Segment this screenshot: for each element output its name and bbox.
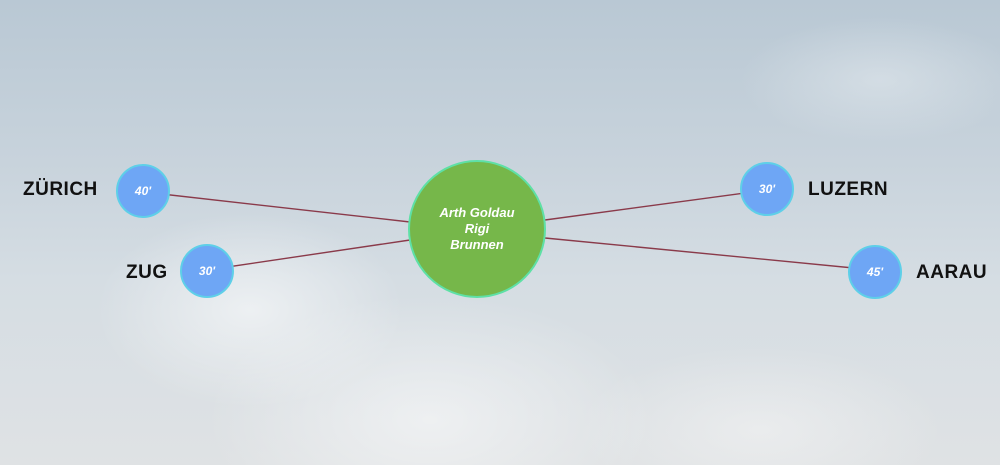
city-label-zurich: ZÜRICH [23, 179, 98, 200]
city-label-luzern: LUZERN [808, 179, 889, 200]
city-label-zug: ZUG [126, 262, 168, 283]
travel-time-zug: 30' [198, 264, 216, 278]
connector-luzern [544, 189, 768, 221]
hub-line-2: Rigi [464, 221, 490, 236]
travel-time-node-aarau: 45' [848, 245, 902, 299]
connector-aarau [544, 237, 875, 271]
hub-line-3: Brunnen [450, 237, 504, 252]
connector-zug [206, 239, 411, 271]
travel-time-aarau: 45' [866, 265, 884, 279]
travel-time-node-zug: 30' [180, 244, 234, 298]
travel-time-luzern: 30' [758, 182, 776, 196]
travel-time-node-zurich: 40' [116, 164, 170, 218]
hub-node: Arth Goldau Rigi Brunnen [408, 160, 546, 298]
travel-time-node-luzern: 30' [740, 162, 794, 216]
travel-time-zurich: 40' [134, 184, 152, 198]
connector-zurich [143, 191, 411, 223]
city-label-aarau: AARAU [916, 262, 988, 283]
hub-line-1: Arth Goldau [439, 205, 515, 220]
